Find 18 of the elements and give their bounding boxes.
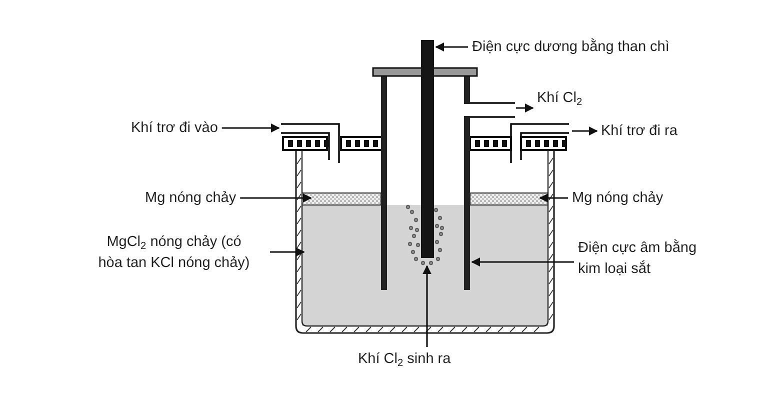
callout-label: Điện cực âm bằng kim loại sắt <box>578 238 698 279</box>
callout-label: Khí Cl$_{2}$ sinh ra <box>358 350 451 370</box>
callout-label: Mg nóng chảy <box>145 189 236 208</box>
leader-arrow <box>572 126 598 136</box>
leader-arrow <box>270 248 305 256</box>
leader-arrow <box>471 258 574 266</box>
leader-arrow <box>539 194 568 202</box>
leader-arrow <box>422 265 432 347</box>
callout-label: Khí trơ đi vào <box>131 119 218 138</box>
callout-label: Điện cực dương bằng than chì <box>472 37 670 57</box>
leader-arrow <box>516 104 534 112</box>
callout-label: Mg nóng chảy <box>572 189 664 208</box>
callout-label: Khí Cl$_{2}$ <box>537 89 582 109</box>
callout-label: MgCl$_{2}$ nóng chảy (có hòa tan KCl nóng chảy) <box>97 233 251 273</box>
leader-arrow <box>435 42 468 52</box>
leader-arrow <box>240 194 312 202</box>
leader-arrow <box>222 124 280 132</box>
callout-label: Khí trơ đi ra <box>601 122 678 141</box>
